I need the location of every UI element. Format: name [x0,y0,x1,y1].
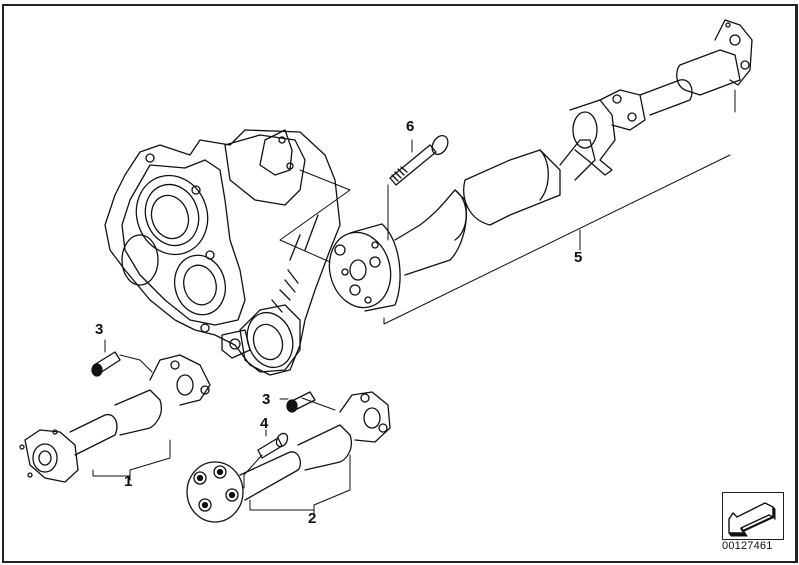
transfer-case[interactable] [104,129,341,376]
back-navigation-button[interactable] [722,492,784,540]
bolt-3a[interactable] [91,351,121,377]
bolt-4[interactable] [257,431,290,459]
back-arrow-icon [728,502,776,537]
callout-6[interactable]: 6 [406,118,415,135]
callout-1[interactable]: 1 [124,473,133,490]
callout-3a[interactable]: 3 [95,321,104,338]
front-drive-shaft[interactable] [19,354,211,483]
callout-3b[interactable]: 3 [262,391,271,408]
callout-4[interactable]: 4 [260,415,269,432]
bolt-3b[interactable] [286,391,316,413]
main-drive-shaft[interactable] [321,19,753,314]
callout-5[interactable]: 5 [574,249,583,266]
catalog-number: 00127461 [722,540,773,552]
bolt-6[interactable] [389,133,451,186]
rear-drive-shaft-flex[interactable] [186,391,391,523]
leader-lines [92,89,736,515]
callout-2[interactable]: 2 [308,510,317,527]
